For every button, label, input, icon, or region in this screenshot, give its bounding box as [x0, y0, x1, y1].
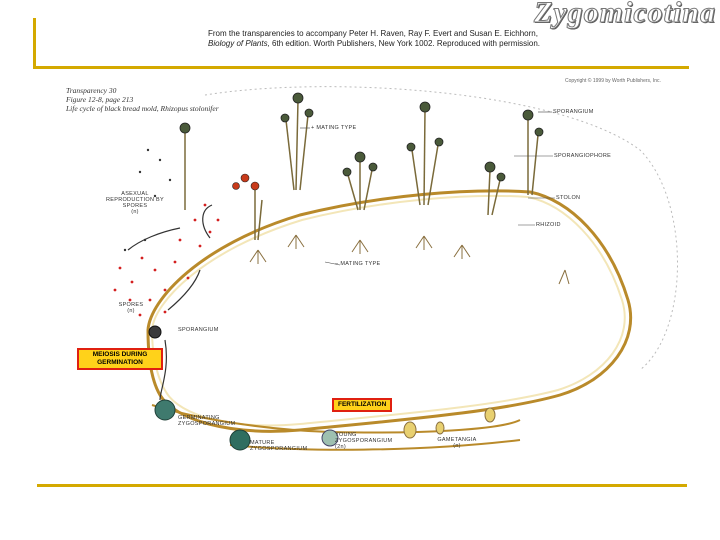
label-mature-zygosporangium: MATURE ZYGOSPORANGIUM	[250, 440, 330, 452]
label-sporangium-bottom: SPORANGIUM	[178, 327, 219, 333]
fertilization-box: FERTILIZATION	[332, 398, 392, 412]
label-spores: SPORES (n)	[116, 302, 146, 314]
label-sporangiophore: SPORANGIOPHORE	[554, 153, 611, 159]
asexual-text: ASEXUAL REPRODUCTION BY SPORES	[106, 191, 164, 209]
label-germinating-zygosporangium: GERMINATING ZYGOSPORANGIUM	[178, 415, 268, 427]
spores-ploidy: (n)	[127, 308, 135, 314]
label-mating-type-plus: + MATING TYPE	[311, 125, 356, 131]
meiosis-box: MEIOSIS DURING GERMINATION	[77, 348, 163, 370]
label-sporangium-top: SPORANGIUM	[553, 109, 594, 115]
label-young-zygosporangium: YOUNG ZYGOSPORANGIUM (2n)	[335, 432, 405, 450]
stolon-loop-inner	[152, 196, 625, 425]
label-stolon: STOLON	[556, 195, 580, 201]
label-mating-type-minus: − MATING TYPE	[335, 261, 380, 267]
asexual-ploidy: (n)	[131, 209, 139, 215]
young-text: YOUNG ZYGOSPORANGIUM	[335, 432, 392, 444]
label-rhizoid: RHIZOID	[536, 222, 561, 228]
label-gametangia: GAMETANGIA (n)	[432, 437, 482, 449]
young-ploidy: (2n)	[335, 444, 346, 450]
gametangia-ploidy: (n)	[453, 443, 461, 449]
label-asexual-reproduction: ASEXUAL REPRODUCTION BY SPORES (n)	[103, 191, 167, 215]
